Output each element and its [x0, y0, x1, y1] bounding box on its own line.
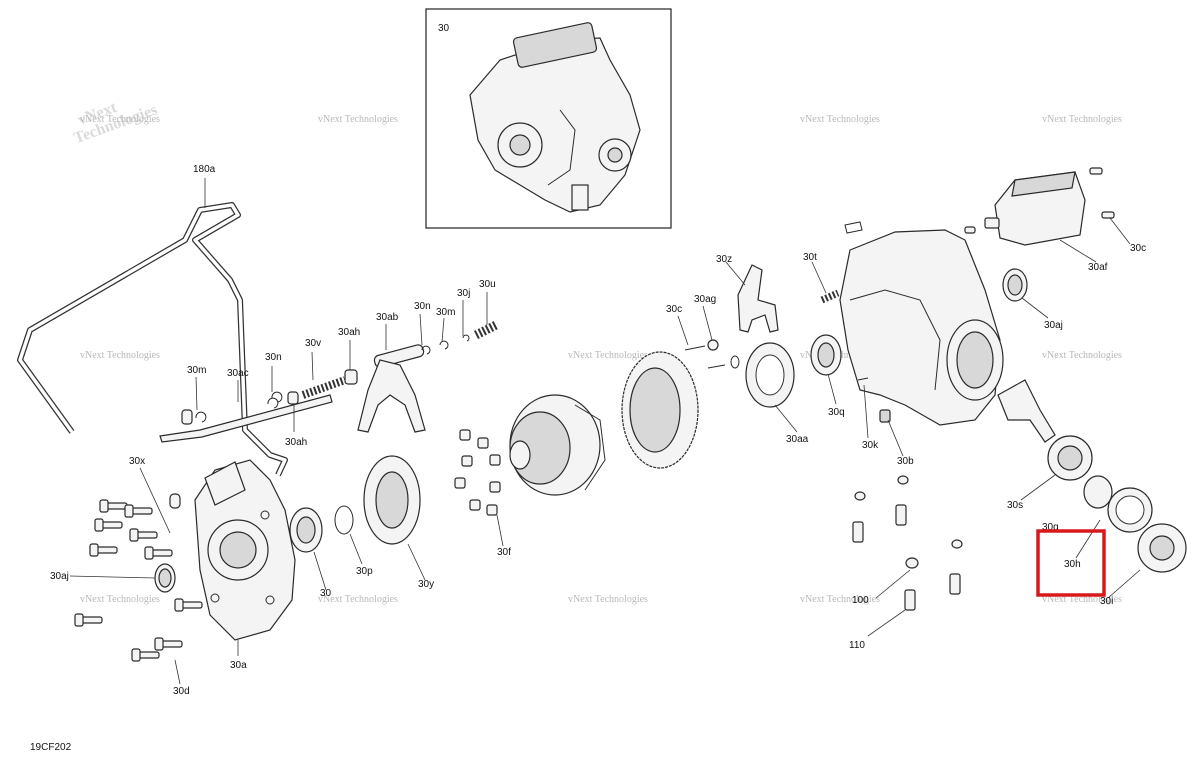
- label-30ah: 30ah: [285, 437, 307, 448]
- main-case-30b: [839, 221, 1004, 426]
- watermark-caption: vNext Technologies: [80, 114, 160, 125]
- differential-30f: [509, 394, 606, 496]
- label-30n: 30n: [265, 352, 282, 363]
- label-30m: 30m: [187, 365, 206, 376]
- shift-rod-assembly: [159, 320, 499, 443]
- highlight-box-30h[interactable]: 30h: [1036, 529, 1106, 597]
- watermark-caption: vNext Technologies: [1042, 594, 1122, 605]
- watermark-caption: vNext Technologies: [80, 594, 160, 605]
- bolts-left: [74, 493, 203, 662]
- watermark-caption: vNext Technologies: [800, 594, 880, 605]
- label-30y: 30y: [418, 579, 434, 590]
- label-30p: 30p: [356, 566, 373, 577]
- left-cover-30a: [194, 459, 296, 641]
- label-30n: 30n: [414, 301, 431, 312]
- bearings-middle-left: [289, 455, 421, 553]
- label-30z: 30z: [716, 254, 732, 265]
- part-labels: 180a 30m 30ac 30n 30v 30ah 30ab 30n 30m …: [50, 164, 1146, 697]
- watermark-caption: vNext Technologies: [568, 594, 648, 605]
- label-30g: 30g: [1042, 522, 1059, 533]
- assembled-gearbox-icon: [469, 22, 641, 213]
- label-30c: 30c: [666, 304, 682, 315]
- leader-lines: [69, 178, 1141, 685]
- label-30s: 30s: [1007, 500, 1023, 511]
- inset-label: 30: [438, 23, 450, 34]
- label-30h: 30h: [1064, 559, 1081, 570]
- label-110: 110: [849, 640, 865, 651]
- label-30q: 30q: [828, 407, 845, 418]
- label-30d: 30d: [173, 686, 190, 697]
- watermark-caption: vNext Technologies: [800, 114, 880, 125]
- label-30ah: 30ah: [338, 327, 360, 338]
- label-30j: 30j: [457, 288, 470, 299]
- watermark-caption: vNext Technologies: [318, 594, 398, 605]
- label-30b: 30b: [897, 456, 914, 467]
- bolts-bottom: [852, 475, 963, 611]
- label-30x: 30x: [129, 456, 145, 467]
- label-30aa: 30aa: [786, 434, 809, 445]
- label-30ac: 30ac: [227, 368, 249, 379]
- label-30ag: 30ag: [694, 294, 716, 305]
- label-30: 30: [320, 588, 332, 599]
- watermark-caption: vNext Technologies: [568, 350, 648, 361]
- label-100: 100: [852, 595, 869, 606]
- watermark-caption: vNext Technologies: [80, 350, 160, 361]
- assembly-inset: 30: [425, 8, 672, 229]
- actuator-30af: [964, 167, 1115, 302]
- label-30af: 30af: [1088, 262, 1108, 273]
- shift-fork-30z: [684, 264, 840, 369]
- cable-180a: [17, 202, 288, 477]
- label-30f: 30f: [497, 547, 511, 558]
- label-30m: 30m: [436, 307, 455, 318]
- label-30v: 30v: [305, 338, 321, 349]
- bolts-middle: [454, 429, 501, 516]
- label-30u: 30u: [479, 279, 496, 290]
- label-30k: 30k: [862, 440, 879, 451]
- label-30t: 30t: [803, 252, 817, 263]
- label-180a: 180a: [193, 164, 216, 175]
- label-30ab: 30ab: [376, 312, 399, 323]
- watermark-caption: vNext Technologies: [1042, 114, 1122, 125]
- watermark-caption: vNext Technologies: [318, 114, 398, 125]
- label-30a: 30a: [230, 660, 247, 671]
- ring-gear: [621, 334, 842, 469]
- figure-code: 19CF202: [30, 742, 72, 753]
- watermark-caption: vNext Technologies: [1042, 350, 1122, 361]
- label-30c: 30c: [1130, 243, 1146, 254]
- label-30aj: 30aj: [1044, 320, 1063, 331]
- label-30aj: 30aj: [50, 571, 69, 582]
- label-30i: 30i: [1100, 596, 1113, 607]
- output-shaft-right: [997, 379, 1187, 573]
